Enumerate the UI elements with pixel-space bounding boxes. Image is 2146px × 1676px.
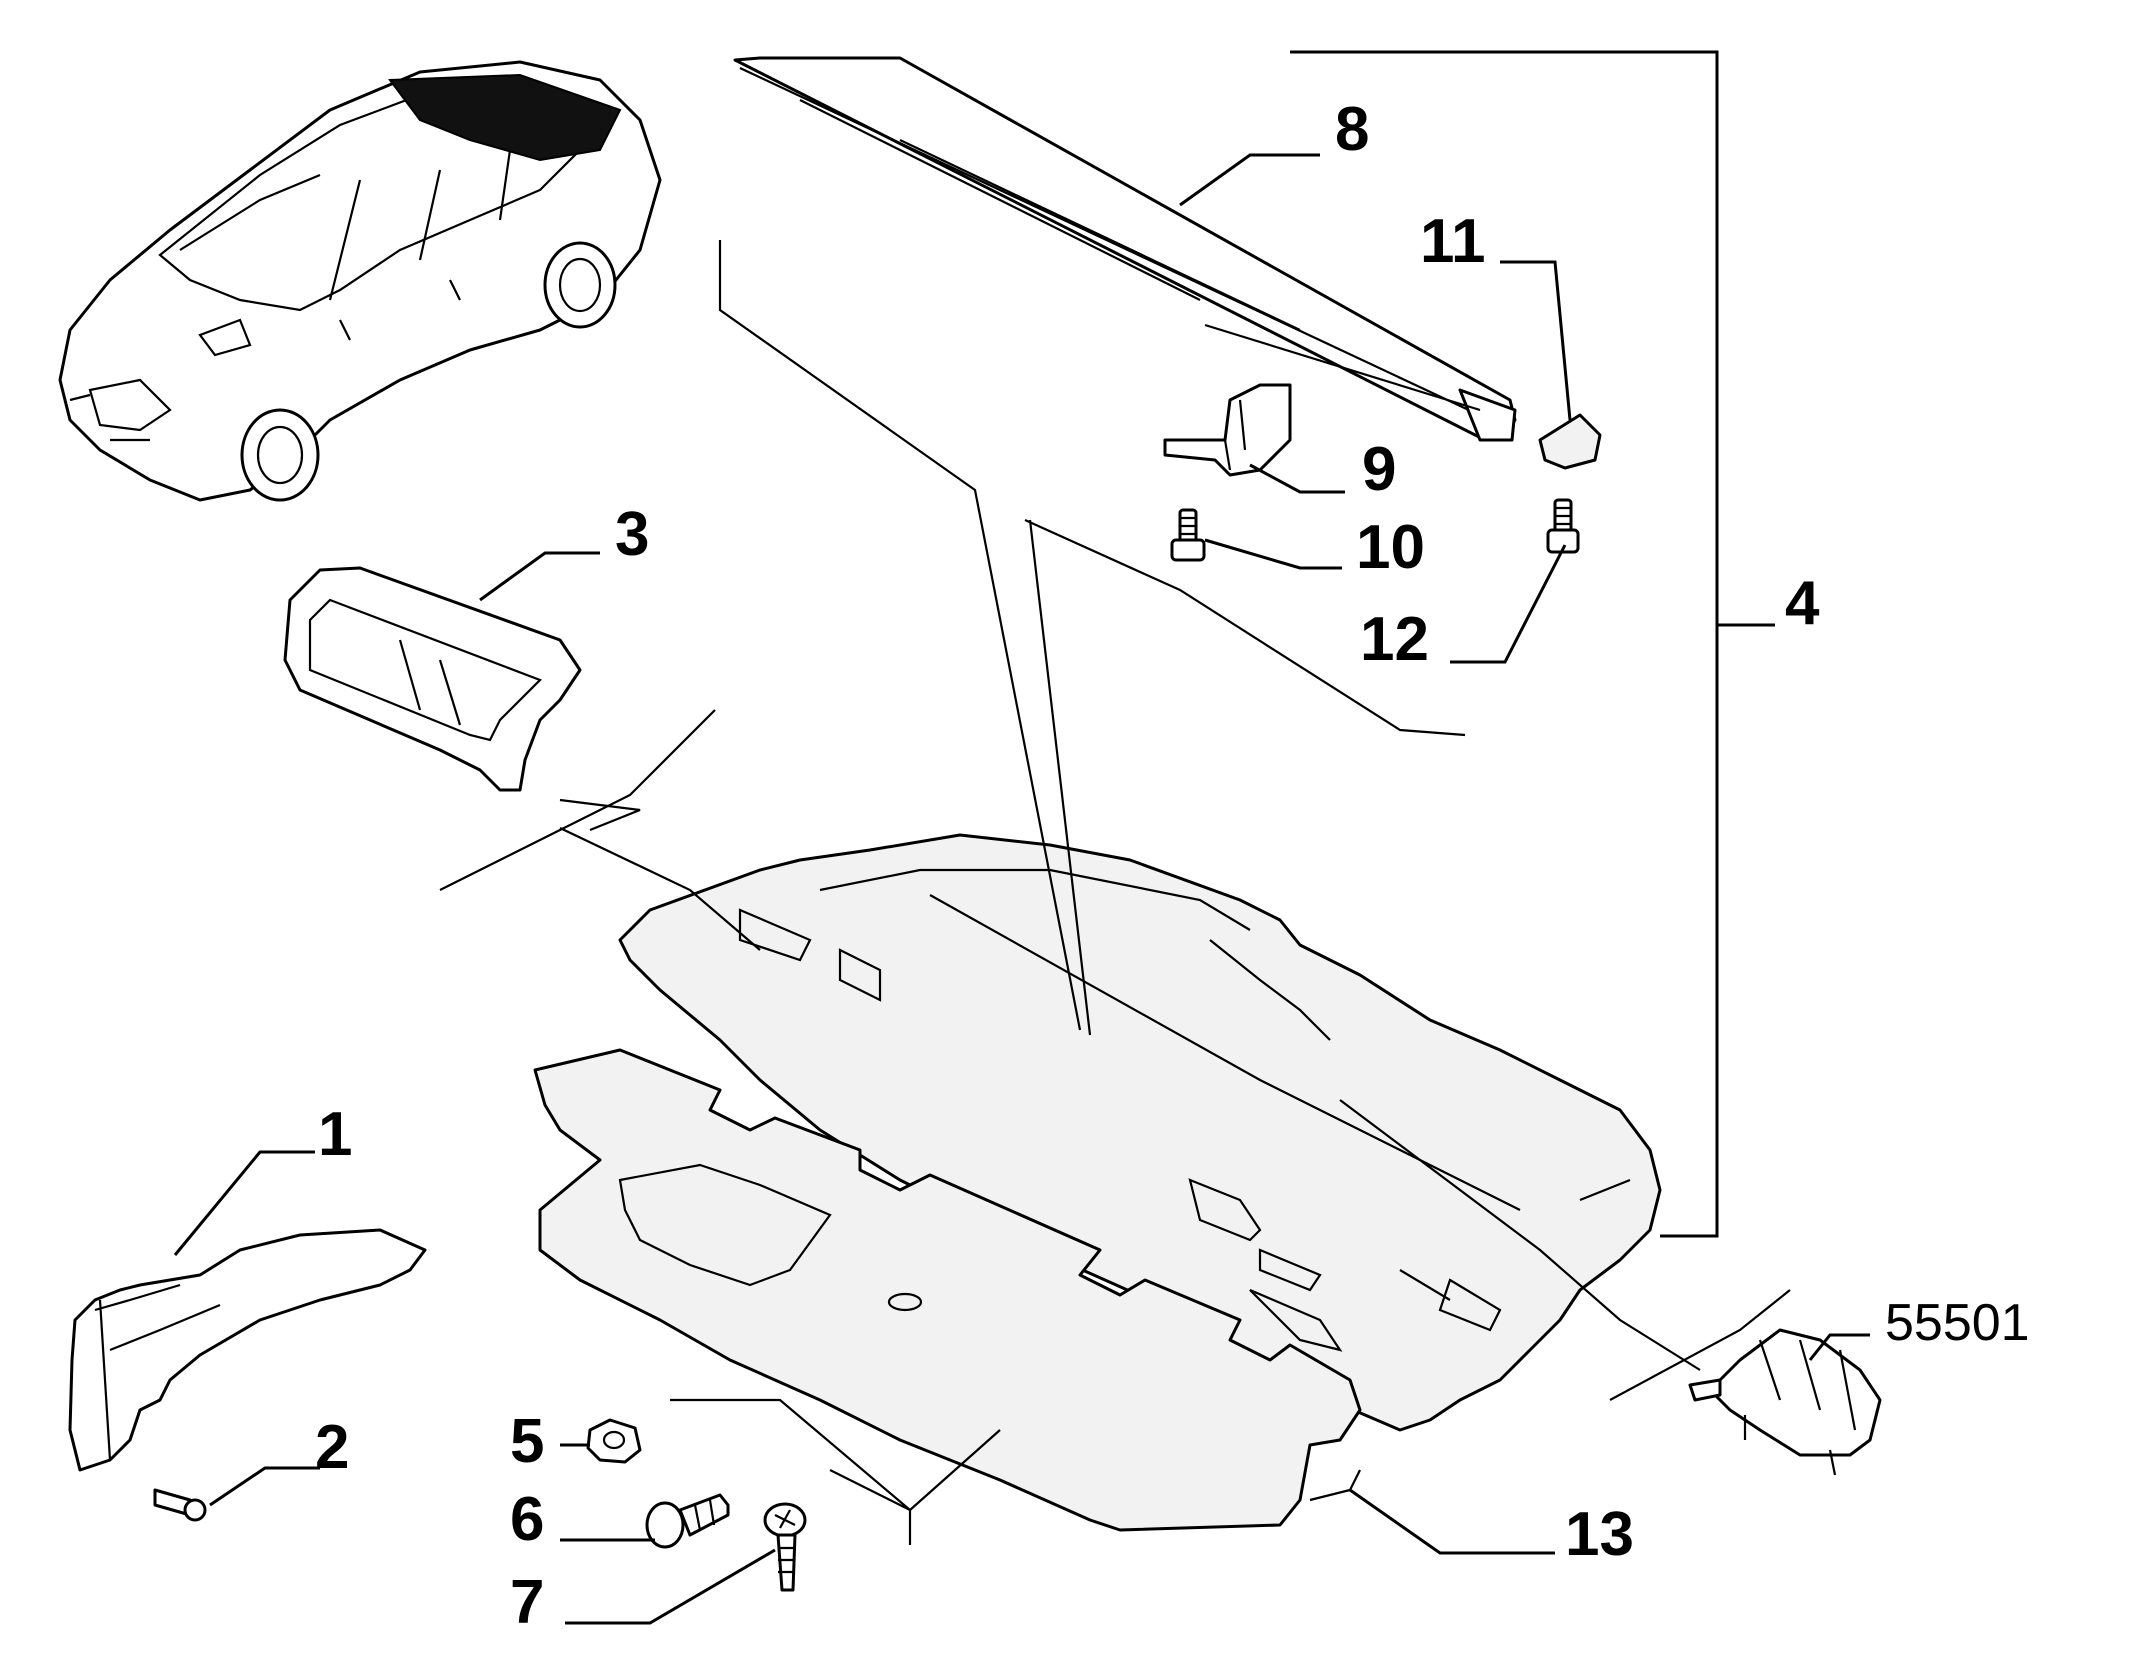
callout-5: 5 [510,1407,544,1476]
callout-7: 7 [510,1568,544,1637]
part-8-cargo-cover-roller [733,56,1517,442]
part-7-screw [763,1502,807,1592]
part-5-nut [586,1418,642,1464]
callout-labels: 8 11 9 10 12 4 3 1 2 5 6 7 13 55501 [315,95,2030,1637]
part-1-side-trim [68,1228,427,1472]
part-3-trim-frame [283,566,582,792]
callout-13: 13 [1565,1500,1634,1569]
part-55501-lamp-assembly [1688,1328,1882,1476]
callout-12: 12 [1360,605,1429,674]
part-12-bolt [1546,498,1580,554]
callout-9: 9 [1362,435,1396,504]
callout-8: 8 [1335,95,1369,164]
callout-55501: 55501 [1885,1294,2030,1352]
part-9-bracket [1163,383,1292,477]
callout-6: 6 [510,1485,544,1554]
part-11-cap [1538,413,1602,470]
callout-10: 10 [1356,513,1425,582]
part-2-screw [153,1488,207,1522]
callout-1: 1 [318,1100,352,1169]
callout-3: 3 [615,500,649,569]
callout-11: 11 [1420,207,1486,276]
car-locator-illustration [58,60,662,502]
part-13-shelf-mat [533,1048,1362,1532]
callout-4: 4 [1785,569,1820,638]
part-10-bolt [1170,508,1206,562]
callout-2: 2 [315,1413,349,1482]
leader-lines [173,50,1870,1625]
part-6-push-clip [645,1493,730,1549]
